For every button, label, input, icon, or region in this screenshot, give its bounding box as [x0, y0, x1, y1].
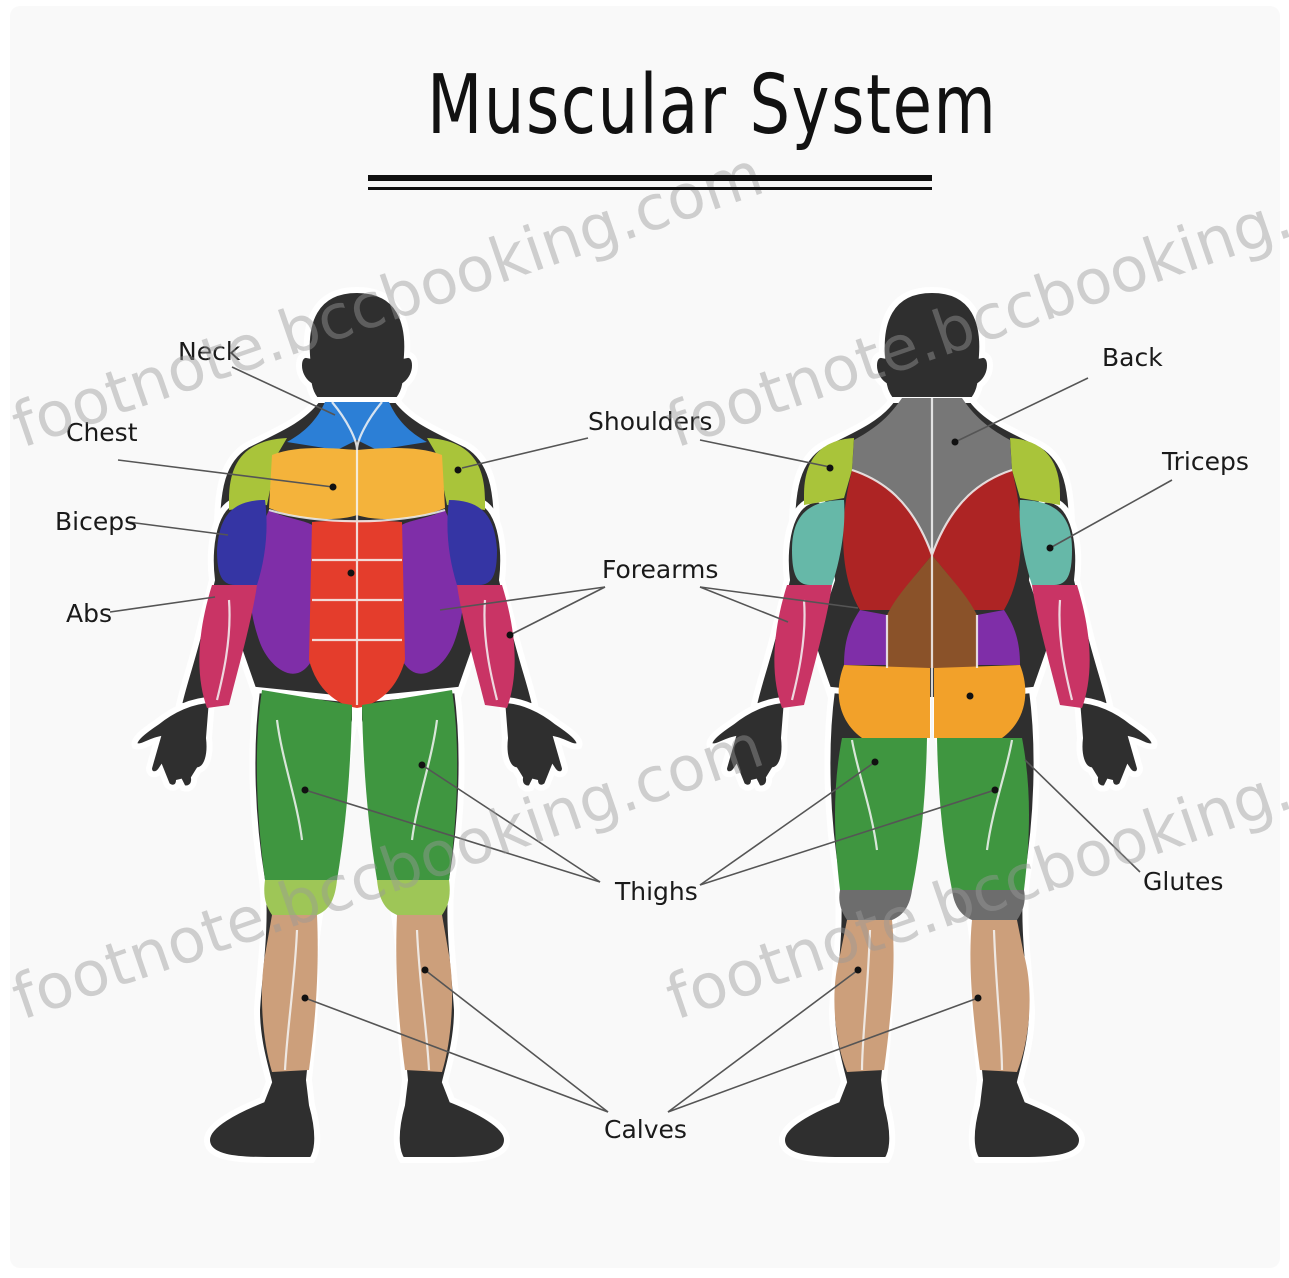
label-biceps: Biceps — [55, 507, 137, 536]
label-forearms: Forearms — [602, 555, 718, 584]
page-title: Muscular System — [427, 58, 875, 153]
thighs-dot-1 — [302, 787, 309, 794]
calves-dot-2 — [422, 967, 429, 974]
abs-leader — [110, 597, 215, 612]
calves-dot-1 — [302, 995, 309, 1002]
calves-dot-4 — [975, 995, 982, 1002]
label-glutes: Glutes — [1143, 867, 1223, 896]
label-triceps: Triceps — [1161, 447, 1249, 476]
thighs-dot-2 — [419, 762, 426, 769]
label-back: Back — [1102, 343, 1163, 372]
forearms-dot-front — [507, 632, 514, 639]
front-right-calf — [396, 915, 452, 1072]
triceps-dot — [1047, 545, 1054, 552]
front-figure — [134, 290, 579, 1160]
thighs-dot-3 — [872, 759, 879, 766]
chest-dot — [330, 484, 337, 491]
thighs-dot-4 — [992, 787, 999, 794]
label-calves: Calves — [604, 1115, 687, 1144]
back-dot — [952, 439, 959, 446]
abs-dot — [348, 570, 355, 577]
back-left-glute — [839, 665, 930, 738]
label-thighs: Thighs — [614, 877, 698, 906]
shoulders-dot-back — [827, 465, 834, 472]
back-left-thigh — [835, 738, 927, 890]
shoulders-dot-front — [455, 467, 462, 474]
glutes-dot — [967, 693, 974, 700]
label-abs: Abs — [66, 599, 112, 628]
back-right-glute — [934, 665, 1025, 738]
